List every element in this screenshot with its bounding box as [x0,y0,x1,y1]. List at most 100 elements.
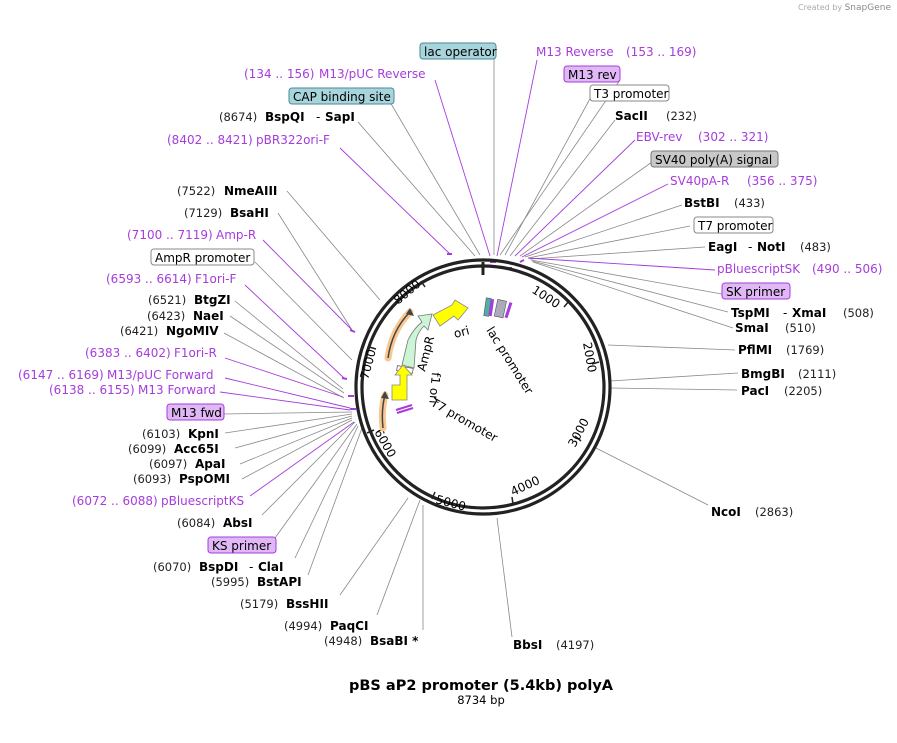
t7-promoter-label[interactable]: T7 promoter [697,219,773,233]
bbsi-pos: (4197) [556,638,594,652]
ks-primer-box[interactable] [207,536,277,554]
pflmi-label[interactable]: PflMI [738,343,772,357]
tspmi-label[interactable]: TspMI [731,306,770,320]
bsshii-label[interactable]: BssHII [286,597,328,611]
naei-pos: (6423) [147,309,185,323]
f1ori-r-pos: (6383 .. 6402) [85,346,171,360]
m13-rev-label[interactable]: M13 rev [568,68,617,82]
amp-r-pos: (7100 .. 7119) [127,228,213,242]
bsshii-pos: (5179) [240,597,278,611]
bsabi-pos: (4948) [324,634,362,648]
m13-rev-box[interactable] [563,65,621,83]
m13-forward-label[interactable]: M13 Forward [138,383,216,397]
m13-fwd-label[interactable]: M13 fwd [171,406,222,420]
pbluescriptks-label[interactable]: pBluescriptKS [161,494,244,508]
bbsi-label[interactable]: BbsI [513,638,542,652]
pbr322-pos: (8402 .. 8421) [167,133,253,147]
paci-label[interactable]: PacI [741,384,769,398]
bstapi-label[interactable]: BstAPI [257,575,302,589]
eagi-label[interactable]: EagI [708,240,737,254]
apai-pos: (6097) [149,457,187,471]
lac-operator-label[interactable]: lac operator [424,45,497,59]
sv40pa-r-pos: (356 .. 375) [747,174,817,188]
f1-ori-arrow [391,364,413,401]
ngomiv-label[interactable]: NgoMIV [166,324,219,338]
ebv-rev-pos: (302 .. 321) [698,130,768,144]
pbr322ori-label[interactable]: pBR322ori-F [256,133,330,147]
sv40pa-r-label[interactable]: SV40pA-R [670,174,729,188]
svg-text:-: - [783,306,787,320]
svg-text:T7 promoter: T7 promoter [428,395,500,445]
bmgbi-label[interactable]: BmgBI [741,367,785,381]
bspqi-label[interactable]: BspQI [265,110,305,124]
naei-label[interactable]: NaeI [193,309,224,323]
lac-region-features [483,297,513,319]
sv40-polya-label[interactable]: SV40 poly(A) signal [655,153,772,167]
m13puc-fwd-pos: (6147 .. 6169) [18,368,104,382]
f1ori-f-label[interactable]: F1ori-F [195,272,236,286]
m13-fwd-box[interactable] [166,403,225,421]
primer-connector-lines [219,59,716,497]
m13-reverse-pos: (153 .. 169) [626,45,696,59]
noti-label[interactable]: NotI [757,240,786,254]
kpni-label[interactable]: KpnI [188,427,219,441]
acc65i-label[interactable]: Acc65I [174,442,219,456]
bstbi-label[interactable]: BstBI [684,196,720,210]
m13puc-reverse-label[interactable]: M13/pUC Reverse [319,67,426,81]
svg-text:1000: 1000 [529,283,562,311]
t3-promoter-box[interactable] [589,84,670,102]
sv40-polya-box[interactable] [650,150,779,168]
kpni-pos: (6103) [142,427,180,441]
cap-binding-box[interactable] [288,87,395,105]
sapi-label[interactable]: SapI [325,110,355,124]
pspomi-label[interactable]: PspOMI [179,472,230,486]
bsahi-label[interactable]: BsaHI [230,206,269,220]
acc65i-pos: (6099) [128,442,166,456]
sacii-label[interactable]: SacII [615,109,648,123]
t3-promoter-label[interactable]: T3 promoter [593,87,669,101]
bspdi-pos: (6070) [153,560,191,574]
pbluescriptsk-pos: (490 .. 506) [812,262,882,276]
nmeaiii-label[interactable]: NmeAIII [224,184,277,198]
eagi-pos: (483) [800,240,831,254]
bmgbi-pos: (2111) [798,367,836,381]
t7-promoter-box[interactable] [693,216,774,234]
svg-text:ori: ori [452,323,471,341]
smai-label[interactable]: SmaI [735,321,769,335]
ncoi-label[interactable]: NcoI [711,505,741,519]
sk-primer-label[interactable]: SK primer [726,285,785,299]
map-length: 8734 bp [457,693,505,707]
bsabi-label[interactable]: BsaBI * [370,634,419,648]
ks-primer-label[interactable]: KS primer [212,539,271,553]
tspmi-pos: (508) [843,306,874,320]
paqci-label[interactable]: PaqCI [330,619,368,633]
lac-operator-box[interactable] [419,42,497,60]
ampr-promoter-label-box[interactable] [150,248,255,266]
svg-text:-: - [748,240,752,254]
m13-reverse-label[interactable]: M13 Reverse [536,45,614,59]
ampr-promoter-label[interactable]: AmpR promoter [155,251,250,265]
sk-primer-box[interactable] [721,282,791,300]
svg-text:lac promoter: lac promoter [483,324,536,397]
smai-pos: (510) [785,321,816,335]
bstbi-pos: (433) [734,196,765,210]
cap-binding-label[interactable]: CAP binding site [293,90,391,104]
bsahi-pos: (7129) [184,206,222,220]
snapgene-credit: Created by SnapGene [798,3,891,13]
absi-label[interactable]: AbsI [223,516,252,530]
paqci-pos: (4994) [284,619,322,633]
bspdi-label[interactable]: BspDI [199,560,238,574]
m13puc-reverse-pos: (134 .. 156) [244,67,314,81]
xmai-label[interactable]: XmaI [792,306,826,320]
amp-r-label[interactable]: Amp-R [216,228,256,242]
apai-label[interactable]: ApaI [195,457,225,471]
ampr-arrow [401,313,433,369]
pbluescriptsk-label[interactable]: pBluescriptSK [717,262,801,276]
bspqi-pos: (8674) [219,110,257,124]
btgzi-label[interactable]: BtgZI [194,293,231,307]
connector-lines [223,58,739,638]
clai-label[interactable]: ClaI [258,560,283,574]
f1ori-r-label[interactable]: F1ori-R [174,346,217,360]
m13puc-fwd-label[interactable]: M13/pUC Forward [107,368,214,382]
ebv-rev-label[interactable]: EBV-rev [636,130,682,144]
